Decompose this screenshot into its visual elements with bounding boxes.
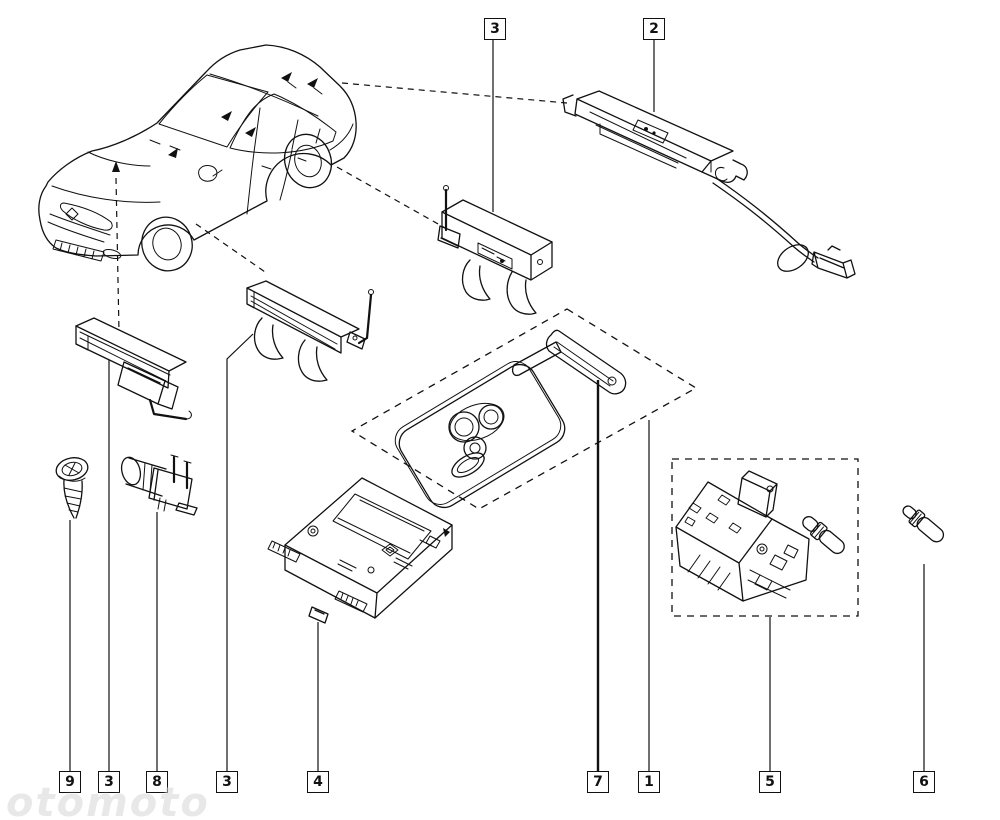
callout-box-3-top: 3 [484, 18, 506, 40]
roof-aerial-part [562, 90, 856, 279]
callout-box-6: 6 [913, 771, 935, 793]
lock-actuator-part [120, 454, 198, 516]
hood-arrow-icon [112, 161, 120, 172]
car-illustration [38, 44, 357, 272]
callout-box-7: 7 [587, 771, 609, 793]
rear-deck-arrow-icon [307, 78, 318, 88]
screw-part [55, 457, 89, 519]
illumination-bulb [802, 516, 845, 555]
shelf-antenna-module-part [246, 280, 374, 382]
keycard-reader-part [267, 477, 453, 624]
callout-leader-lines [69, 39, 925, 771]
start-switch-assembly [671, 458, 859, 617]
emergency-key-blade [512, 329, 627, 395]
keycard [394, 361, 566, 509]
transponder-pin-part [902, 505, 945, 543]
callout-box-5: 5 [759, 771, 781, 793]
watermark-text: otomoto [6, 780, 210, 820]
roof-arrow-icon [281, 72, 292, 82]
callout-box-3-left: 3 [98, 771, 120, 793]
keycard-set [350, 308, 698, 510]
windshield-arrow-icon [168, 148, 178, 158]
callout-box-3-mid: 3 [216, 771, 238, 793]
callout-box-9: 9 [59, 771, 81, 793]
callout-box-1: 1 [638, 771, 660, 793]
callout-box-8: 8 [146, 771, 168, 793]
callout-box-4: 4 [307, 771, 329, 793]
door-handle-antenna-part [75, 317, 192, 421]
pillar-arrow-icon [221, 111, 232, 121]
location-dashed-lines [115, 82, 568, 333]
callout-box-2: 2 [643, 18, 665, 40]
whip-antenna-module-part [437, 185, 553, 315]
door-window-arrow-icon [245, 127, 256, 137]
